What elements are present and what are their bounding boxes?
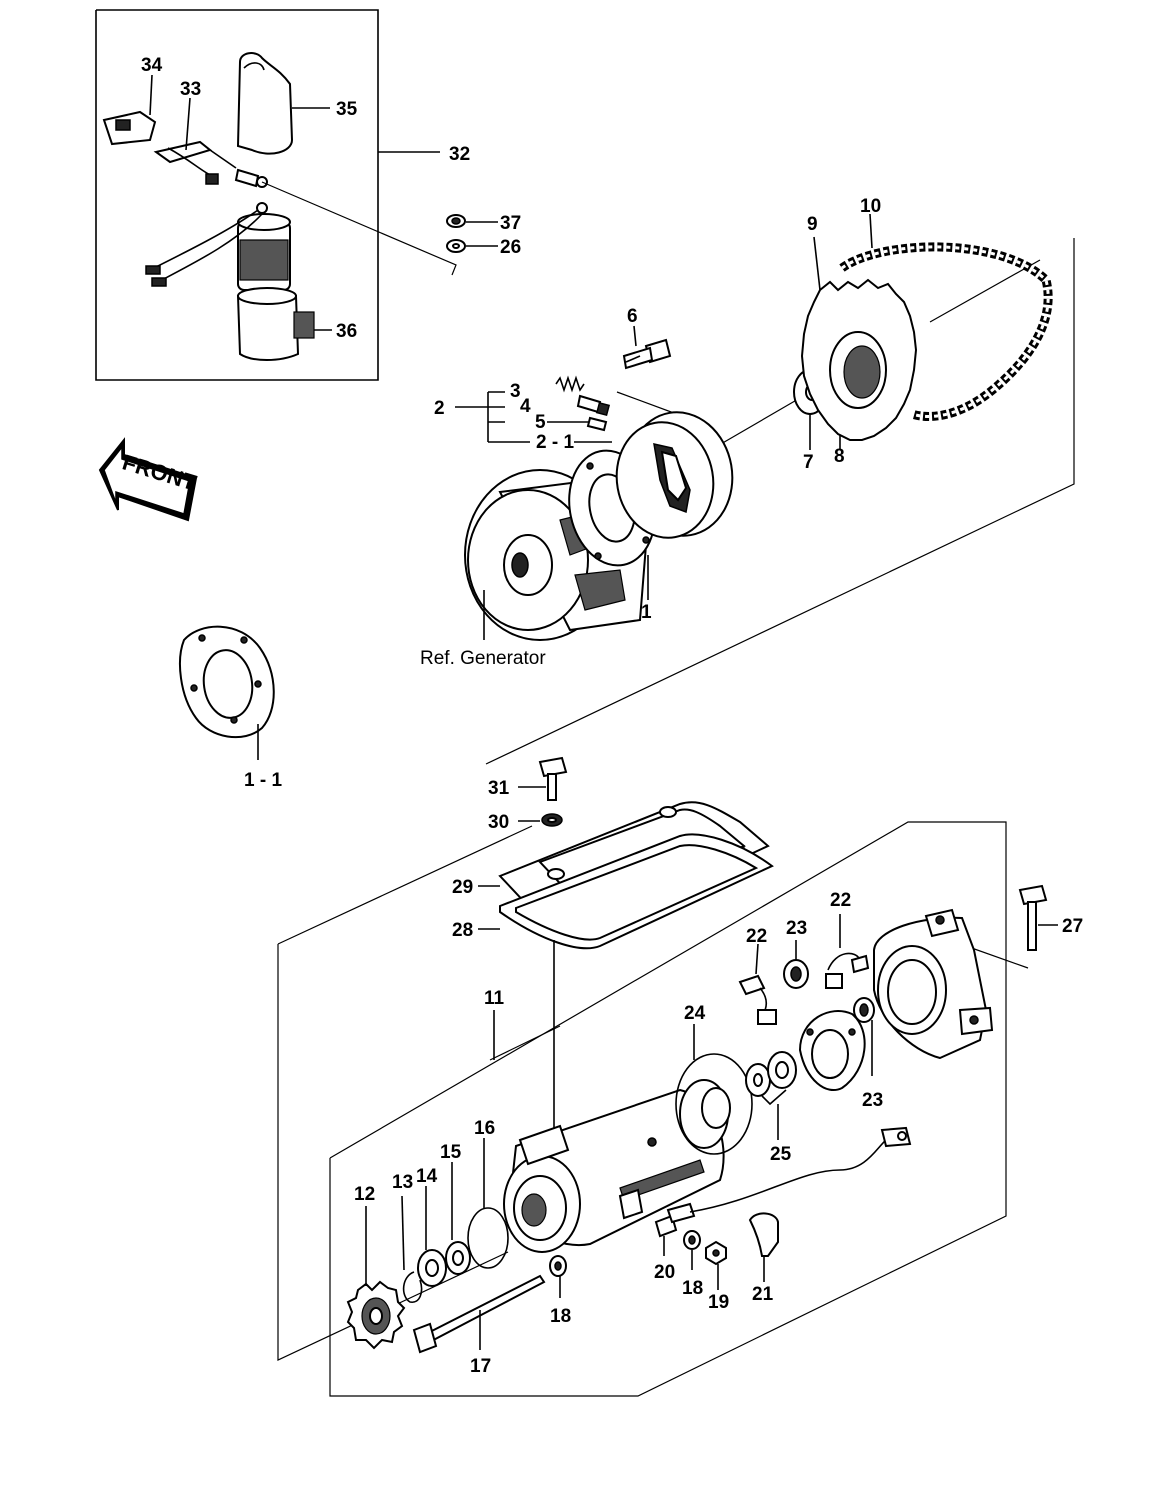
solenoid-body (145, 202, 291, 291)
label-26: 26 (500, 237, 521, 258)
label-16: 16 (474, 1118, 495, 1139)
label-20: 20 (654, 1262, 675, 1283)
part-35-cover (236, 52, 330, 155)
part-10-chain (839, 213, 1053, 421)
label-23-lower: 23 (862, 1090, 883, 1111)
part-21-boot (748, 1212, 779, 1282)
part-16-o-ring (467, 1138, 509, 1269)
label-3: 3 (510, 381, 521, 402)
label-19: 19 (708, 1292, 729, 1313)
part-14-washer (417, 1186, 447, 1287)
label-31: 31 (488, 778, 510, 799)
solenoid-terminal-lead (234, 168, 457, 276)
starter-clutch-group: Ref. Generator (179, 213, 1075, 765)
part-13-circlip (401, 1195, 423, 1303)
label-12: 12 (354, 1184, 375, 1205)
label-36: 36 (336, 321, 357, 342)
label-9: 9 (807, 214, 818, 235)
label-32: 32 (449, 144, 470, 165)
part-9-sprocket (800, 236, 918, 441)
ref-generator-label: Ref. Generator (420, 648, 546, 669)
front-arrow-icon: FRONT (98, 437, 200, 522)
part-30-washer (518, 813, 563, 827)
part-1-1-plate (179, 625, 275, 760)
label-17: 17 (470, 1356, 491, 1377)
label-6: 6 (627, 306, 638, 327)
label-13: 13 (392, 1172, 413, 1193)
part-33-lead-wire (153, 97, 237, 185)
label-18-lower: 18 (550, 1306, 571, 1327)
part-3-spring (555, 375, 585, 393)
part-23-spring-upper (783, 940, 809, 989)
brush-holder-plate (798, 1010, 866, 1091)
label-25: 25 (770, 1144, 792, 1165)
label-7: 7 (803, 452, 814, 473)
label-2: 2 (434, 398, 445, 419)
part-27-bolt (1018, 884, 1058, 951)
starter-motor-group (277, 756, 1058, 1397)
label-15: 15 (440, 1142, 462, 1163)
label-2-1: 2 - 1 (536, 432, 574, 453)
solenoid-assembly-group (95, 9, 457, 381)
part-23-spring-lower (853, 997, 875, 1076)
part-18-washer-upper (683, 1230, 701, 1270)
part-20-terminal (654, 1126, 912, 1256)
label-22-right: 22 (830, 890, 851, 911)
starter-motor-body (503, 1079, 731, 1253)
label-5: 5 (535, 412, 546, 433)
label-30: 30 (488, 812, 509, 833)
label-14: 14 (416, 1166, 438, 1187)
label-1-1: 1 - 1 (244, 770, 282, 791)
part-22-brush-right (825, 914, 870, 989)
label-8: 8 (834, 446, 845, 467)
part-34-connector (102, 74, 157, 146)
part-15-washer (445, 1162, 471, 1275)
label-21: 21 (752, 1284, 774, 1305)
part-17-long-bolt (412, 1274, 546, 1354)
part-6-bolt (622, 325, 672, 370)
part-37-nut (446, 214, 498, 228)
label-18-upper: 18 (682, 1278, 703, 1299)
label-29: 29 (452, 877, 473, 898)
part-number-labels: 34 33 35 32 37 26 36 9 10 6 3 2 4 5 2 - … (141, 55, 1083, 1377)
part-18-washer-lower (549, 1255, 567, 1298)
label-27: 27 (1062, 916, 1083, 937)
label-1: 1 (641, 602, 652, 623)
part-24-o-ring (675, 1024, 753, 1155)
part-26-washer (446, 239, 498, 253)
label-24: 24 (684, 1003, 706, 1024)
part-12-gear (346, 1206, 406, 1350)
label-34: 34 (141, 55, 163, 76)
label-11: 11 (484, 988, 505, 1009)
part-2-1-clutch-body (615, 411, 734, 539)
label-4: 4 (520, 396, 531, 417)
label-23-upper: 23 (786, 918, 807, 939)
label-35: 35 (336, 99, 358, 120)
part-36-boot (236, 287, 332, 361)
label-22-left: 22 (746, 926, 767, 947)
part-31-bolt (518, 756, 568, 801)
label-10: 10 (860, 196, 881, 217)
part-22-brush-left (738, 943, 777, 1025)
label-28: 28 (452, 920, 473, 941)
part-28-gasket (478, 833, 774, 950)
label-37: 37 (500, 213, 521, 234)
part-25-washers (745, 1051, 797, 1140)
part-19-nut (705, 1240, 727, 1290)
part-5-cap (586, 416, 608, 432)
label-33: 33 (180, 79, 201, 100)
end-housing (873, 908, 994, 1060)
part-4-roller (576, 394, 611, 417)
